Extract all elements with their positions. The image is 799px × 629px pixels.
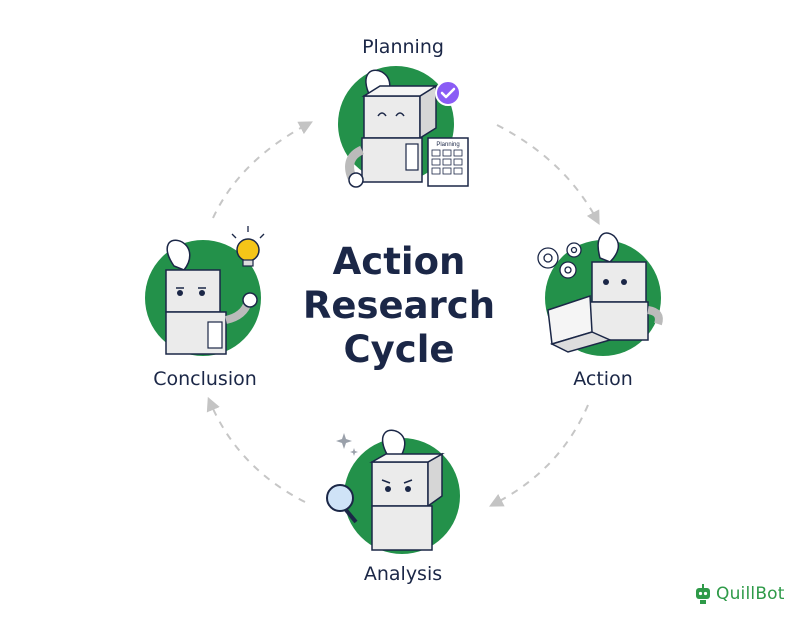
check-badge-icon — [435, 80, 461, 106]
conclusion-illustration — [145, 226, 265, 356]
gears-icon — [537, 242, 582, 279]
planning-illustration: Planning — [338, 66, 469, 188]
quillbot-robot-icon — [696, 584, 710, 604]
arrow-analysis-to-conclusion — [206, 396, 306, 503]
arrow-action-to-analysis — [489, 404, 589, 507]
sparkle-icon — [336, 433, 352, 449]
action-illustration — [537, 232, 663, 356]
lightbulb-icon — [231, 226, 265, 267]
brand-name: QuillBot — [716, 584, 785, 604]
arrow-conclusion-to-planning — [212, 121, 313, 219]
arrow-planning-to-action — [496, 124, 600, 225]
diagram-title: Action Research Cycle — [279, 240, 519, 372]
stage-label-analysis: Analysis — [363, 563, 443, 585]
quillbot-logo: QuillBot — [694, 583, 785, 605]
stage-label-planning: Planning — [362, 36, 444, 58]
title-line-1: Action — [332, 240, 466, 283]
stage-label-action: Action — [573, 368, 633, 390]
stage-label-conclusion: Conclusion — [153, 368, 257, 390]
magnifier-icon — [326, 484, 358, 524]
title-line-2: Research — [302, 284, 496, 327]
title-line-3: Cycle — [343, 328, 455, 371]
analysis-illustration — [326, 429, 460, 554]
clipboard-title: Planning — [436, 142, 459, 148]
